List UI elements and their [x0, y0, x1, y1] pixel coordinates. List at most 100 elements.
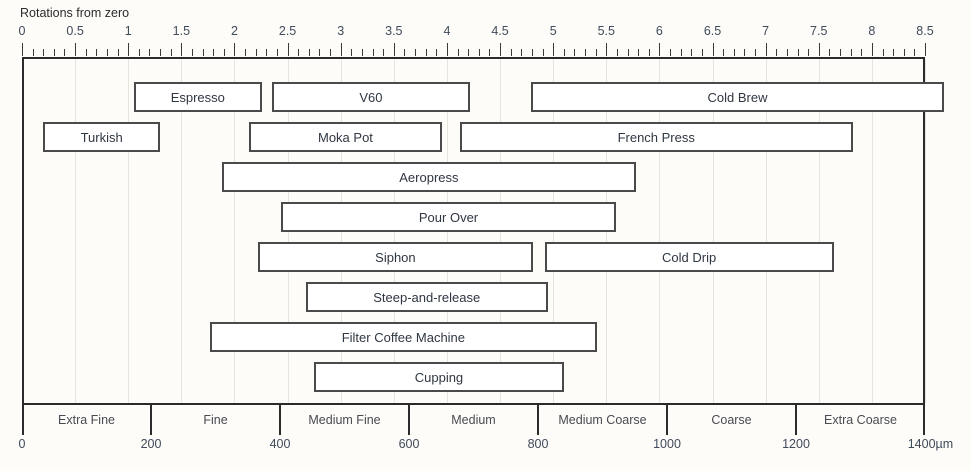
top-tick-major	[818, 43, 820, 56]
grind-range-bar[interactable]: Aeropress	[221, 162, 637, 192]
grind-range-bar[interactable]: Cupping	[314, 362, 564, 392]
grind-category-medium: Medium	[451, 413, 496, 427]
grind-range-bar[interactable]: Siphon	[257, 242, 533, 272]
top-tick-minor	[276, 49, 278, 56]
gridline	[659, 59, 661, 403]
top-tick-label: 4	[443, 24, 451, 38]
top-tick-minor	[255, 49, 257, 56]
top-tick-major	[75, 43, 77, 56]
top-tick-label: 7.5	[810, 24, 828, 38]
gridline	[871, 59, 873, 403]
grind-category-coarse: Coarse	[711, 413, 752, 427]
top-tick-minor	[531, 49, 533, 56]
grind-range-bar[interactable]: V60	[271, 82, 471, 112]
top-tick-label: 5	[549, 24, 557, 38]
top-tick-minor	[574, 49, 576, 56]
top-tick-major	[712, 43, 714, 56]
grind-range-bar[interactable]: Pour Over	[281, 202, 616, 232]
top-tick-minor	[893, 49, 895, 56]
category-divider	[150, 405, 152, 435]
grind-range-bar[interactable]: Espresso	[133, 82, 263, 112]
top-tick-major	[553, 43, 555, 56]
top-tick-label: 8.5	[916, 24, 934, 38]
top-tick-minor	[489, 49, 491, 56]
top-tick-minor	[797, 49, 799, 56]
top-tick-minor	[138, 49, 140, 56]
top-tick-minor	[245, 49, 247, 56]
top-tick-minor	[744, 49, 746, 56]
top-tick-minor	[808, 49, 810, 56]
top-tick-minor	[425, 49, 427, 56]
top-tick-minor	[755, 49, 757, 56]
top-tick-major	[393, 43, 395, 56]
top-tick-minor	[308, 49, 310, 56]
bottom-tick-label: 400	[269, 437, 291, 451]
bottom-tick-label: 0	[18, 437, 26, 451]
top-tick-minor	[32, 49, 34, 56]
top-tick-minor	[64, 49, 66, 56]
grind-range-bar[interactable]: Filter Coffee Machine	[210, 322, 597, 352]
top-tick-label: 8	[868, 24, 876, 38]
top-tick-minor	[521, 49, 523, 56]
top-tick-minor	[191, 49, 193, 56]
top-tick-minor	[786, 49, 788, 56]
top-tick-label: 0.5	[66, 24, 84, 38]
bottom-tick-label: 1000	[653, 437, 681, 451]
top-tick-minor	[542, 49, 544, 56]
top-tick-major	[765, 43, 767, 56]
top-tick-major	[659, 43, 661, 56]
category-divider	[795, 405, 797, 435]
top-tick-major	[287, 43, 289, 56]
grind-range-bar[interactable]: Steep-and-release	[305, 282, 548, 312]
top-tick-label: 2.5	[278, 24, 297, 38]
gridline	[712, 59, 714, 403]
top-tick-minor	[383, 49, 385, 56]
grind-range-bar[interactable]: Cold Drip	[544, 242, 834, 272]
top-tick-minor	[701, 49, 703, 56]
top-tick-minor	[627, 49, 629, 56]
grind-range-bar[interactable]: Cold Brew	[530, 82, 945, 112]
top-tick-major	[340, 43, 342, 56]
top-tick-label: 6	[655, 24, 663, 38]
top-tick-minor	[170, 49, 172, 56]
gridline	[818, 59, 820, 403]
grind-category-fine: Fine	[203, 413, 228, 427]
top-tick-minor	[43, 49, 45, 56]
grind-range-bar[interactable]: French Press	[459, 122, 853, 152]
top-tick-minor	[510, 49, 512, 56]
top-tick-minor	[351, 49, 353, 56]
top-tick-minor	[563, 49, 565, 56]
grind-range-bar[interactable]: Moka Pot	[249, 122, 442, 152]
top-tick-minor	[733, 49, 735, 56]
top-tick-label: 1.5	[172, 24, 191, 38]
top-tick-label: 0	[18, 24, 26, 38]
grind-category-medium-fine: Medium Fine	[308, 413, 381, 427]
top-tick-minor	[670, 49, 672, 56]
top-tick-minor	[850, 49, 852, 56]
top-tick-label: 3	[337, 24, 345, 38]
top-tick-minor	[595, 49, 597, 56]
top-tick-minor	[436, 49, 438, 56]
top-tick-label: 4.5	[491, 24, 509, 38]
top-tick-major	[606, 43, 608, 56]
top-tick-minor	[638, 49, 640, 56]
grind-range-bar[interactable]: Turkish	[43, 122, 161, 152]
top-axis-title: Rotations from zero	[20, 6, 130, 20]
top-tick-major	[234, 43, 236, 56]
top-tick-major	[128, 43, 130, 56]
top-tick-minor	[330, 49, 332, 56]
bottom-tick-label: 800	[527, 437, 549, 451]
category-divider	[666, 405, 668, 435]
category-divider	[279, 405, 281, 435]
grind-category-extra-coarse: Extra Coarse	[824, 413, 897, 427]
top-tick-minor	[319, 49, 321, 56]
top-tick-minor	[616, 49, 618, 56]
top-tick-minor	[415, 49, 417, 56]
top-tick-major	[871, 43, 873, 56]
top-tick-minor	[914, 49, 916, 56]
top-tick-minor	[372, 49, 374, 56]
grind-category-medium-coarse: Medium Coarse	[558, 413, 647, 427]
top-tick-label: 7	[762, 24, 770, 38]
